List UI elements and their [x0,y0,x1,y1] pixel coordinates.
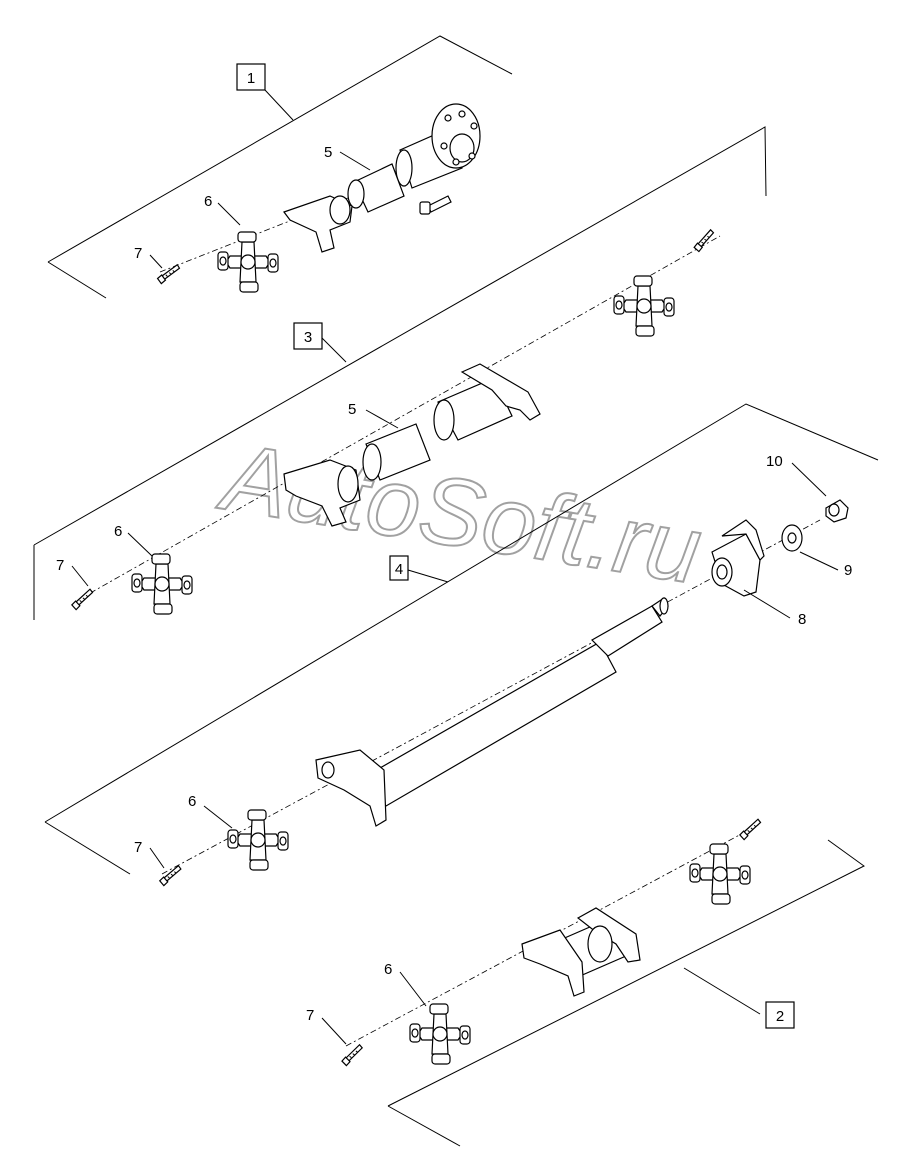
group-1-frame [47,35,513,299]
label-6-g3: 6 [114,523,122,540]
bolt-g3-left [68,588,97,612]
label-6-g2: 6 [384,961,392,978]
callout-box-2[interactable]: 2 [765,1001,795,1029]
bolt-flange [419,195,452,215]
u-joint-g2-left [409,1003,471,1065]
bolt-g3-right [690,228,719,254]
sleeve-5-g3 [362,423,431,481]
label-5-g1: 5 [324,144,332,161]
svg-text:4: 4 [395,561,403,578]
group-3-frame [33,126,767,620]
label-6-g4: 6 [188,793,196,810]
label-5-g3: 5 [348,401,356,418]
label-9: 9 [844,562,852,579]
group-2-frame [387,839,865,1147]
bolt-g2-right [736,818,765,842]
u-joint-g1 [217,231,279,293]
label-7-g2: 7 [306,1007,314,1024]
slip-yoke-g1 [283,195,353,253]
label-7-g3: 7 [56,557,64,574]
label-10: 10 [766,453,783,470]
u-joint-g4 [227,809,289,871]
bolt-g1 [154,263,183,285]
tube-yoke-g3 [433,363,541,441]
nut-10 [825,499,849,523]
label-7-g4: 7 [134,839,142,856]
flange-hub [395,103,481,189]
callout-box-1[interactable]: 1 [236,63,266,91]
bolt-g4 [156,864,185,887]
svg-text:3: 3 [304,329,312,346]
callout-box-4[interactable]: 4 [389,555,409,581]
bolt-g2-left [338,1043,367,1068]
group-4-frame [44,403,879,875]
watermark: AutoSoft.ru [212,423,708,605]
washer-9 [781,524,803,552]
label-6-g1: 6 [204,193,212,210]
double-yoke-g2 [521,907,641,997]
svg-text:2: 2 [776,1008,784,1025]
u-joint-g3-left [131,553,193,615]
u-joint-g3-right [613,275,675,337]
u-joint-g2-right [689,843,751,905]
flange-yoke-8 [711,519,765,597]
sleeve-5-g1 [347,163,405,213]
slip-yoke-g3 [283,459,361,527]
label-7-g1: 7 [134,245,142,262]
drive-shaft-tube [315,597,669,827]
callout-box-3[interactable]: 3 [293,322,323,350]
svg-text:1: 1 [247,70,255,87]
label-8: 8 [798,611,806,628]
